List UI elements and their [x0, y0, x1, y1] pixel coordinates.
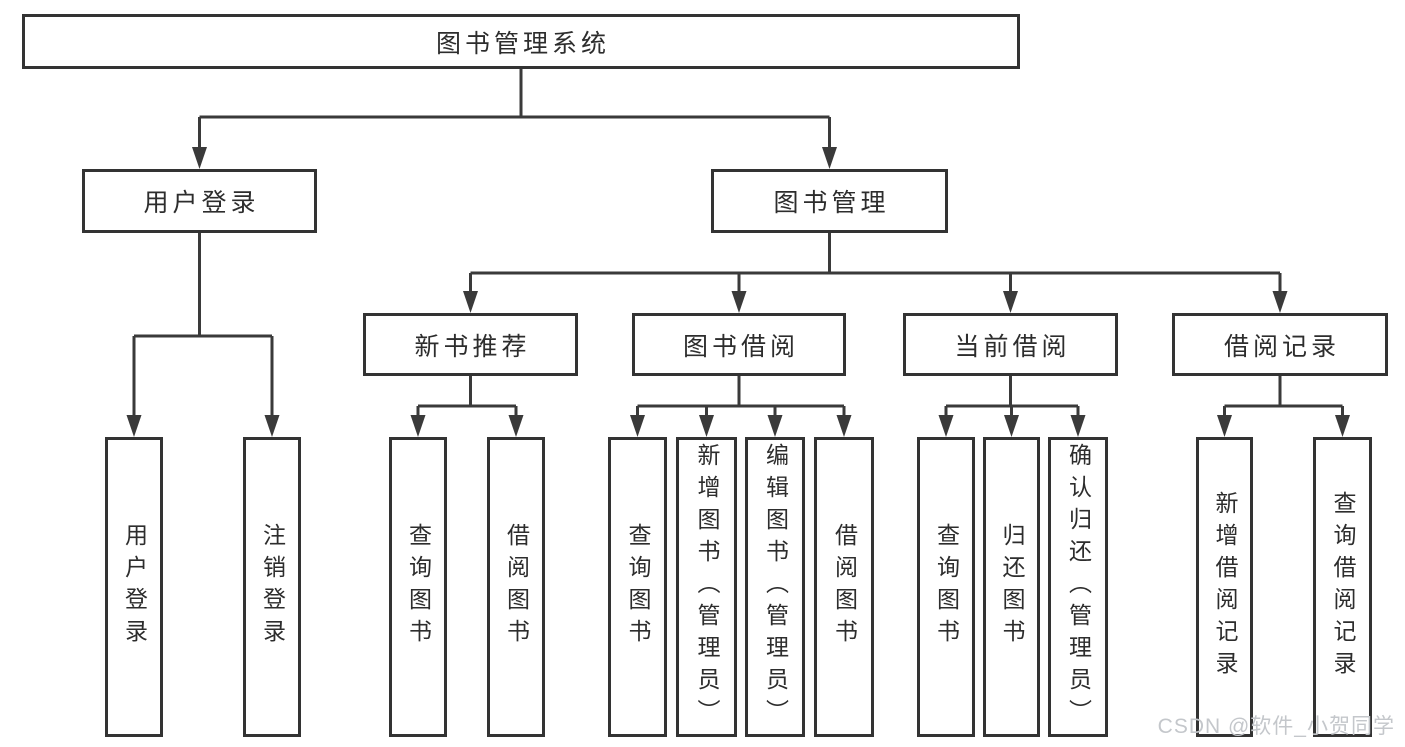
node-borrowing-records: 借阅记录: [1172, 313, 1388, 376]
leaf-borrowing-query-books: 查询图书: [608, 437, 667, 737]
node-label: 借阅图书: [831, 523, 858, 651]
node-label: 当前借阅: [954, 332, 1071, 361]
node-label: 图书管理系统: [435, 29, 610, 58]
node-label: 归还图书: [999, 523, 1025, 651]
node-label: 图书借阅: [682, 332, 799, 361]
node-label: 借阅记录: [1223, 332, 1340, 361]
leaf-user-login: 用户登录: [105, 437, 163, 737]
node-label: 用户登录: [121, 523, 148, 651]
leaf-borrowing-borrow-books: 借阅图书: [814, 437, 874, 737]
node-label: 确认归还（管理员）: [1065, 443, 1092, 731]
leaf-records-query-record: 查询借阅记录: [1313, 437, 1372, 737]
node-new-book-recommend: 新书推荐: [363, 313, 578, 376]
node-current-borrowing: 当前借阅: [903, 313, 1118, 376]
node-label: 查询借阅记录: [1330, 491, 1356, 683]
leaf-current-query-books: 查询图书: [917, 437, 975, 737]
watermark-text: CSDN @软件_小贺同学: [1157, 715, 1395, 738]
node-label: 新增图书（管理员）: [694, 443, 720, 731]
leaf-logout-login: 注销登录: [243, 437, 301, 737]
node-label: 新增借阅记录: [1212, 491, 1238, 683]
leaf-borrowing-add-books-admin: 新增图书（管理员）: [676, 437, 737, 737]
node-label: 借阅图书: [503, 523, 530, 651]
node-label: 查询图书: [405, 523, 432, 651]
node-book-management: 图书管理: [711, 169, 948, 233]
node-label: 编辑图书（管理员）: [762, 443, 789, 731]
node-label: 查询图书: [933, 523, 960, 651]
leaf-records-add-record: 新增借阅记录: [1196, 437, 1253, 737]
node-library-system: 图书管理系统: [22, 14, 1020, 69]
leaf-current-confirm-return-admin: 确认归还（管理员）: [1048, 437, 1108, 737]
node-label: 查询图书: [625, 523, 651, 651]
arrowheads: [126, 147, 1350, 437]
leaf-recommend-query-books: 查询图书: [389, 437, 447, 737]
node-label: 新书推荐: [414, 332, 531, 361]
node-user-login: 用户登录: [82, 169, 317, 233]
leaf-current-return-books: 归还图书: [983, 437, 1040, 737]
node-book-borrowing: 图书借阅: [632, 313, 846, 376]
node-label: 注销登录: [259, 523, 286, 651]
leaf-borrowing-edit-books-admin: 编辑图书（管理员）: [745, 437, 805, 737]
node-label: 图书管理: [773, 189, 890, 217]
leaf-recommend-borrow-books: 借阅图书: [487, 437, 545, 737]
node-label: 用户登录: [143, 189, 260, 217]
